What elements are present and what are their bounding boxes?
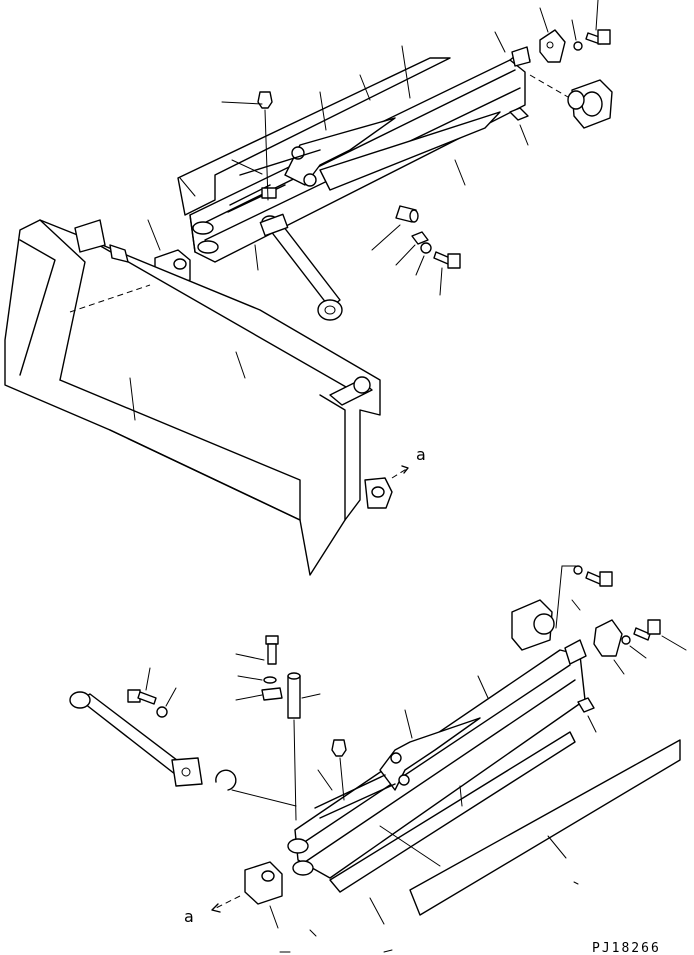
- lower-washer-vertical: [237, 675, 277, 684]
- lower-cap-washer: [573, 565, 583, 575]
- lower-snap-ring: [215, 769, 297, 807]
- lower-view-label: a: [184, 907, 194, 926]
- upper-bearing-flange: [529, 74, 613, 129]
- upper-cap-clamp: [539, 7, 566, 63]
- lower-grease-fitting: [317, 739, 347, 801]
- lower-pin: [287, 672, 321, 821]
- lower-bearing-flange: [511, 565, 577, 651]
- upper-grease-fitting: [221, 91, 273, 201]
- upper-assembly: a: [4, 0, 613, 576]
- lower-brace-bolt: [127, 667, 157, 705]
- upper-view-arrow: a: [391, 445, 426, 479]
- lower-mounting-block: [244, 861, 283, 929]
- lower-right-bolt: [633, 619, 687, 651]
- dozer-blade: [4, 219, 393, 576]
- upper-leader-lines: [129, 31, 506, 421]
- lower-right-washer: [621, 635, 647, 659]
- upper-clip: [395, 231, 429, 266]
- lower-bolt-vertical: [235, 635, 279, 665]
- lower-cap-bolt: [585, 571, 613, 587]
- upper-washer: [415, 242, 432, 276]
- upper-view-label: a: [416, 445, 426, 464]
- lower-assembly: a: [69, 565, 687, 953]
- lower-view-arrow: a: [184, 895, 241, 926]
- lower-side-plate-outer: [409, 739, 681, 916]
- lower-brace-washer: [156, 687, 177, 718]
- upper-brace-strut: [259, 213, 343, 321]
- lower-spacer-block: [577, 697, 597, 733]
- upper-spacer-block: [509, 107, 529, 146]
- lower-cap-clamp: [593, 619, 625, 675]
- upper-side-plate-outer: [177, 57, 451, 216]
- lower-leader-lines: [279, 599, 581, 953]
- lower-clip-vertical: [235, 687, 283, 701]
- lower-brace-strut: [69, 691, 203, 787]
- upper-cap-bolt: [585, 0, 611, 45]
- upper-side-plate-inner: [239, 111, 501, 191]
- lower-frame-arm: [287, 639, 587, 879]
- upper-bolt: [433, 251, 461, 296]
- lower-side-plate-inner: [329, 731, 576, 893]
- drawing-code: PJ18266: [592, 941, 661, 955]
- upper-pin: [371, 205, 419, 251]
- upper-cap-washer: [571, 19, 583, 51]
